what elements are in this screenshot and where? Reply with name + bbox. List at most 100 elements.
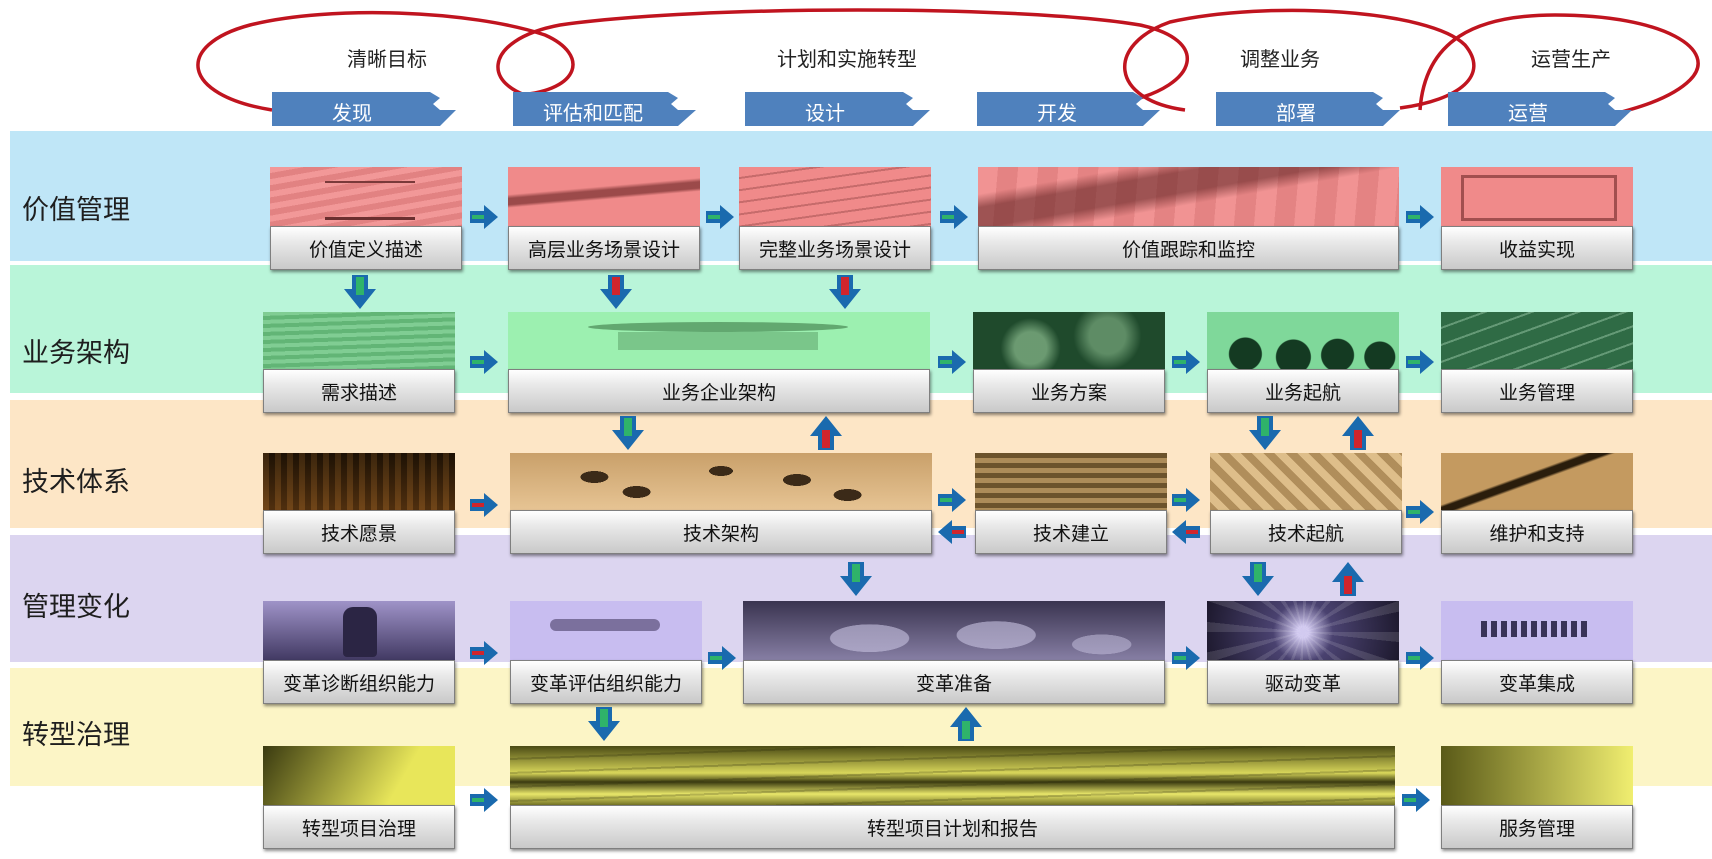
node-value-definition: 价值定义描述 <box>270 167 462 270</box>
phase-develop: 开发 <box>1037 101 1077 125</box>
label-project-governance: 转型项目治理 <box>263 805 455 849</box>
photo-landscape-image <box>510 746 1395 806</box>
node-value-tracking: 价值跟踪和监控 <box>978 167 1399 270</box>
arrow-governance-1 <box>470 788 498 812</box>
label-tech-build: 技术建立 <box>975 510 1167 554</box>
phase-deploy: 部署 <box>1276 101 1316 125</box>
loop-operate <box>1418 13 1700 117</box>
arrow-down-launch-drive <box>1242 562 1274 596</box>
phase-discover: 发现 <box>332 101 372 125</box>
node-business-launch: 业务起航 <box>1207 312 1399 413</box>
label-change-integration: 变革集成 <box>1441 660 1633 704</box>
arrow-tech-back-2 <box>1172 520 1200 544</box>
arrow-down-value-arch-2 <box>829 275 861 309</box>
arrow-tech-2 <box>938 488 966 512</box>
node-change-prep: 变革准备 <box>743 601 1165 704</box>
arrow-tech-3 <box>1172 488 1200 512</box>
photo-person-image <box>1441 746 1633 806</box>
arrow-down-launch-tech <box>1249 416 1281 450</box>
arrow-business-4 <box>1406 350 1434 374</box>
arrow-up-tech-arch <box>810 416 842 450</box>
node-tech-launch: 技术起航 <box>1210 453 1402 554</box>
label-value-definition: 价值定义描述 <box>270 226 462 270</box>
photo-charts-image <box>978 167 1399 229</box>
loop-plan-implement <box>496 8 1189 104</box>
label-tech-arch: 技术架构 <box>510 510 932 554</box>
photo-sketch-image <box>1441 312 1633 372</box>
arrow-change-3 <box>1172 646 1200 670</box>
arrow-up-drive-launch <box>1332 562 1364 596</box>
photo-table-image <box>743 601 1165 663</box>
loop-adjust-business <box>1122 8 1476 112</box>
label-enterprise-arch: 业务企业架构 <box>508 369 930 413</box>
photo-bottle-image <box>263 601 455 663</box>
arrow-value-3 <box>940 205 968 229</box>
photo-world-map-image <box>973 312 1165 372</box>
label-benefit-realization: 收益实现 <box>1441 226 1633 270</box>
label-tech-vision: 技术愿景 <box>263 510 455 554</box>
label-project-plan: 转型项目计划和报告 <box>510 805 1395 849</box>
node-project-governance: 转型项目治理 <box>263 746 455 849</box>
arrow-down-arch-tech <box>612 416 644 450</box>
node-tech-build: 技术建立 <box>975 453 1167 554</box>
phase-operate: 运营 <box>1508 101 1548 125</box>
band-label-business: 业务架构 <box>22 338 130 369</box>
label-business-solution: 业务方案 <box>973 369 1165 413</box>
arrow-business-2 <box>938 350 966 374</box>
band-label-change: 管理变化 <box>22 592 130 623</box>
chevron-develop <box>977 92 1160 126</box>
arrow-value-2 <box>706 205 734 229</box>
node-project-plan: 转型项目计划和报告 <box>510 746 1395 849</box>
band-label-value: 价值管理 <box>22 195 130 226</box>
arrow-change-2 <box>708 646 736 670</box>
node-full-scenario: 完整业务场景设计 <box>739 167 931 270</box>
node-requirements: 需求描述 <box>263 312 455 413</box>
chevron-operate <box>1448 92 1632 126</box>
phase-design: 设计 <box>805 101 845 125</box>
arrow-tech-4 <box>1406 500 1434 524</box>
chevron-design <box>745 92 930 126</box>
node-benefit-realization: 收益实现 <box>1441 167 1633 270</box>
label-change-prep: 变革准备 <box>743 660 1165 704</box>
photo-meeting-yellow-image <box>263 746 455 806</box>
arrow-up-tech-launch <box>1342 416 1374 450</box>
photo-pieces-image <box>510 453 932 513</box>
label-business-mgmt: 业务管理 <box>1441 369 1633 413</box>
photo-crowd-image <box>1441 601 1633 663</box>
arrow-down-assess-plan <box>588 707 620 741</box>
photo-tunnel-image <box>1207 601 1399 663</box>
phase-title-operate: 运营生产 <box>1531 47 1611 71</box>
phase-title-adjust: 调整业务 <box>1240 47 1320 71</box>
phase-title-plan: 计划和实施转型 <box>777 47 917 71</box>
arrow-change-1 <box>470 641 498 665</box>
arrow-business-1 <box>470 350 498 374</box>
arrow-value-1 <box>470 205 498 229</box>
chevron-deploy <box>1216 92 1400 126</box>
node-change-assessment: 变革评估组织能力 <box>510 601 702 704</box>
arrow-down-value-arch-1 <box>600 275 632 309</box>
photo-frame-image <box>1441 167 1633 229</box>
label-value-tracking: 价值跟踪和监控 <box>978 226 1399 270</box>
chevron-assess <box>513 92 696 126</box>
phase-title-clarify: 清晰目标 <box>347 47 427 71</box>
photo-pen-image <box>508 167 700 229</box>
label-tech-launch: 技术起航 <box>1210 510 1402 554</box>
node-enterprise-arch: 业务企业架构 <box>508 312 930 413</box>
node-business-solution: 业务方案 <box>973 312 1165 413</box>
node-tech-vision: 技术愿景 <box>263 453 455 554</box>
phase-assess-match: 评估和匹配 <box>543 101 643 125</box>
node-change-diagnosis: 变革诊断组织能力 <box>263 601 455 704</box>
photo-scales-image <box>270 167 462 229</box>
label-change-diagnosis: 变革诊断组织能力 <box>263 660 455 704</box>
photo-documents-image <box>739 167 931 229</box>
photo-chips-image <box>1210 453 1402 513</box>
band-label-governance: 转型治理 <box>22 720 130 751</box>
band-label-tech: 技术体系 <box>22 467 130 498</box>
chevron-discover <box>272 92 456 126</box>
arrow-value-4 <box>1406 205 1434 229</box>
photo-ants-image <box>510 601 702 663</box>
node-tech-arch: 技术架构 <box>510 453 932 554</box>
lifecycle-loops <box>196 8 1700 117</box>
node-service-mgmt: 服务管理 <box>1441 746 1633 849</box>
